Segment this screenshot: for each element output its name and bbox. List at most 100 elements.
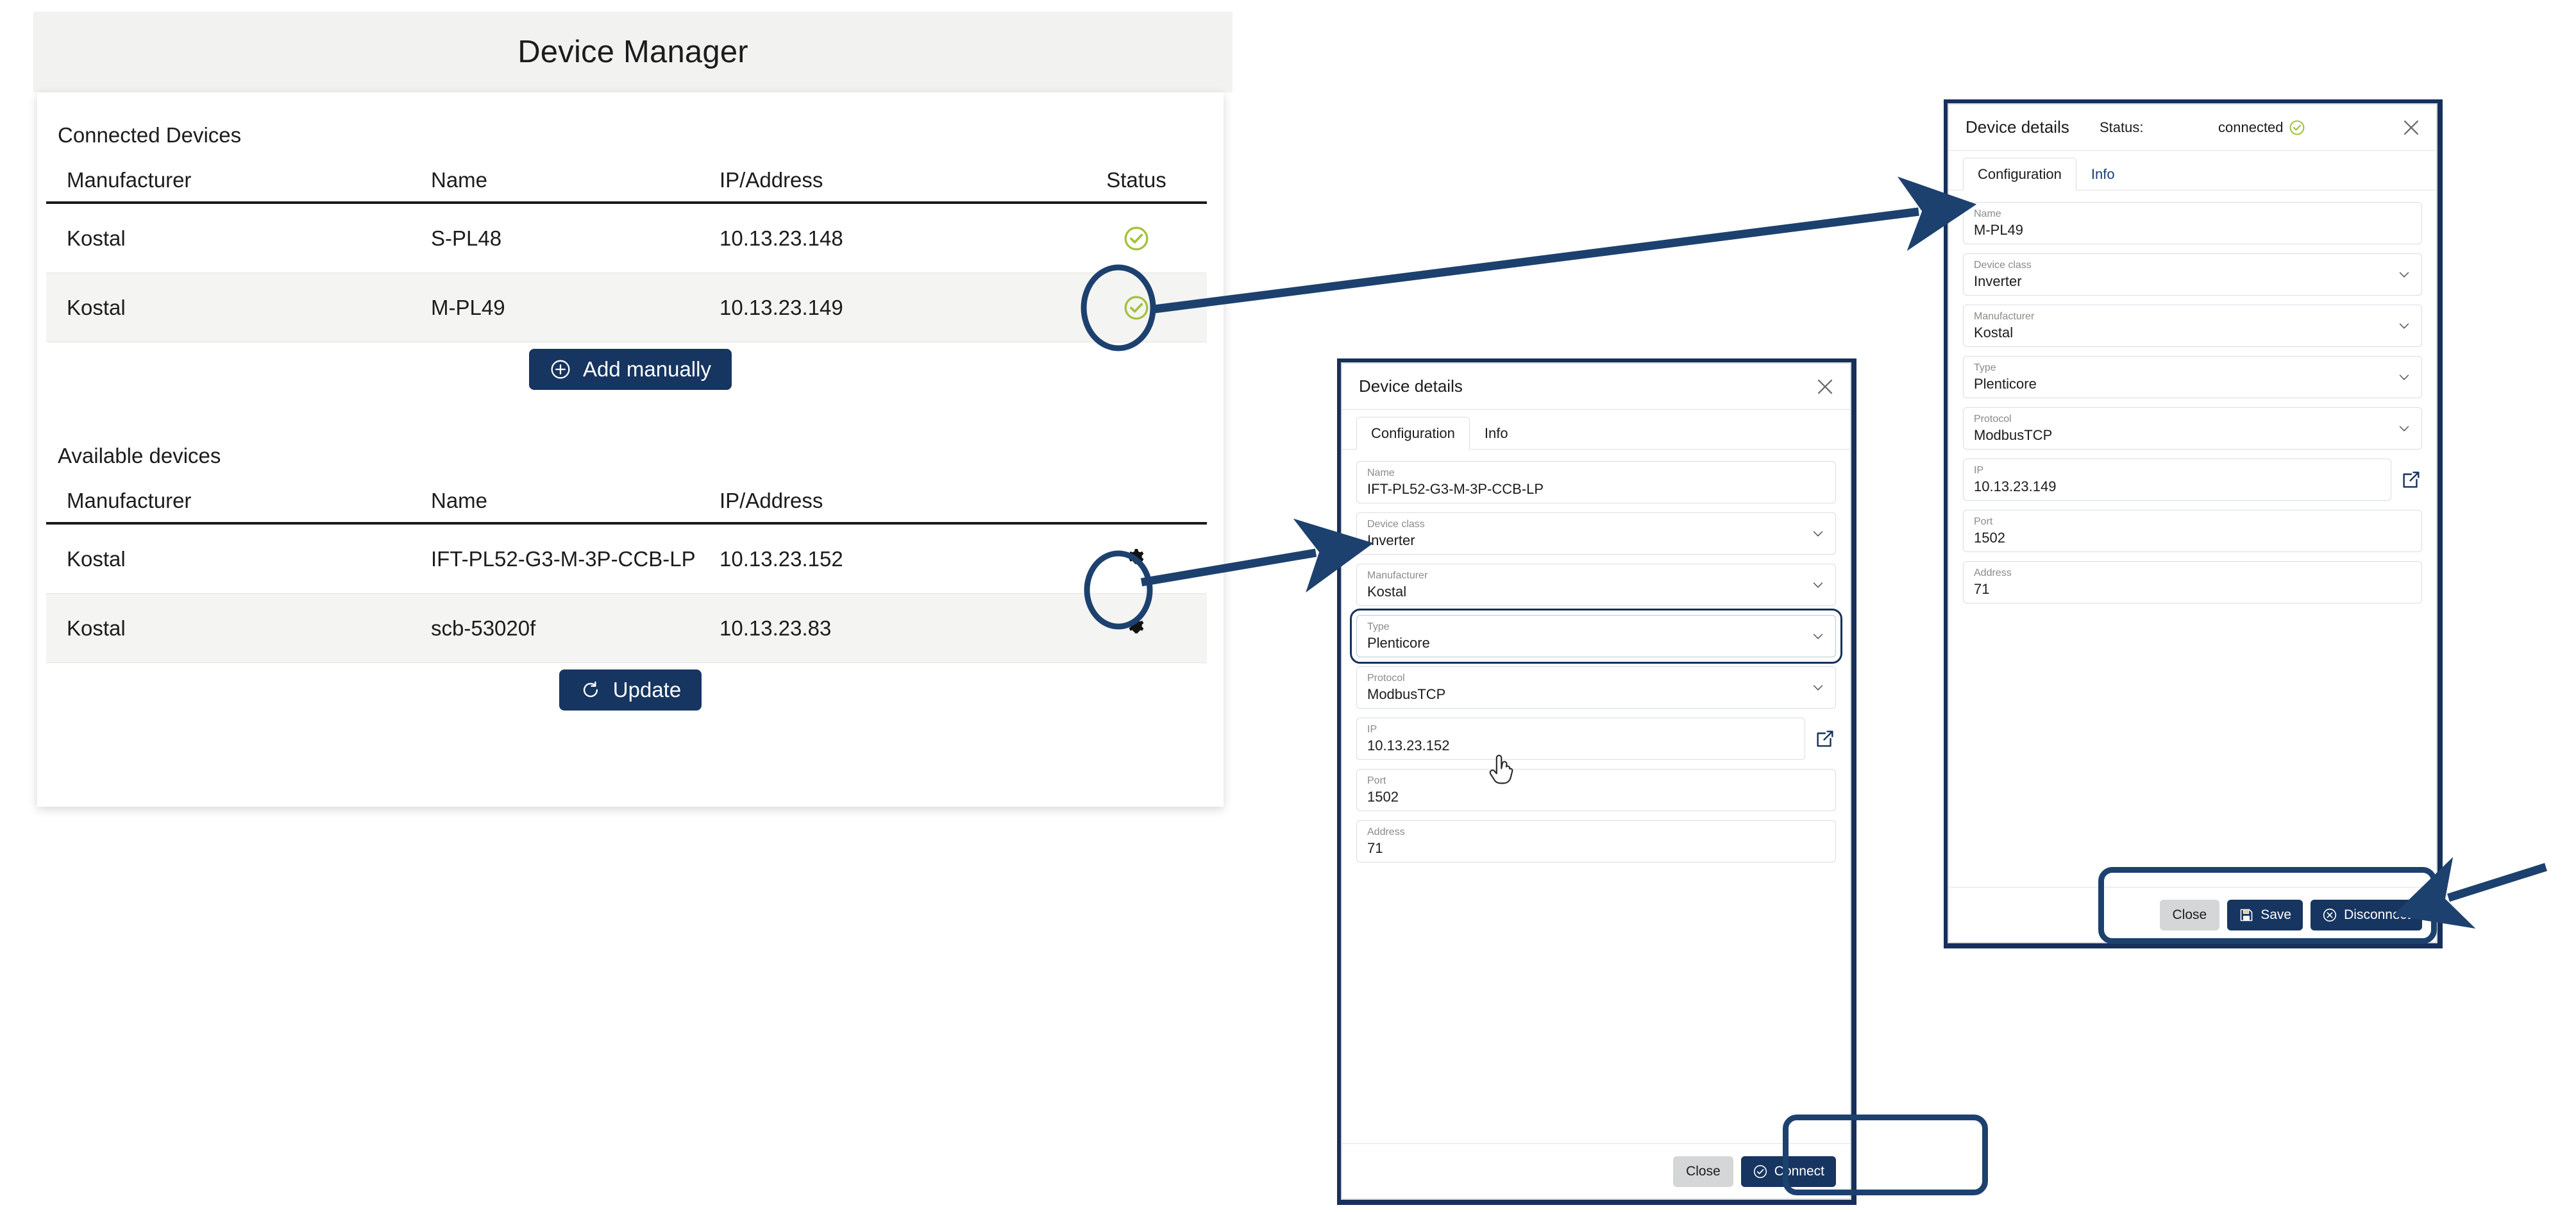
cell-action[interactable] <box>1066 616 1207 641</box>
cell-name: M-PL49 <box>431 295 505 319</box>
field-port[interactable]: Port 1502 <box>1356 769 1836 811</box>
cell-manufacturer: Kostal <box>67 295 126 319</box>
field-label: IP <box>1367 724 1377 735</box>
tab-info[interactable]: Info <box>1484 425 1508 441</box>
column-header-actions <box>1066 513 1207 522</box>
field-value: Inverter <box>1974 273 2022 289</box>
dialog-title: Device details <box>1359 376 1463 396</box>
update-button[interactable]: Update <box>559 669 702 711</box>
dialog-tabs: Configuration Info <box>1949 151 2436 190</box>
column-header-status: Status <box>1106 168 1166 192</box>
field-port[interactable]: Port 1502 <box>1963 510 2422 552</box>
field-address[interactable]: Address 71 <box>1356 820 1836 863</box>
column-header-manufacturer: Manufacturer <box>67 168 192 192</box>
check-circle-icon <box>1124 296 1149 319</box>
table-row[interactable]: Kostal IFT-PL52-G3-M-3P-CCB-LP 10.13.23.… <box>46 525 1207 594</box>
chevron-down-icon <box>1813 582 1823 588</box>
table-row[interactable]: Kostal scb-53020f 10.13.23.83 <box>46 594 1207 663</box>
column-header-name: Name <box>431 168 488 192</box>
device-manager-card: Connected Devices Manufacturer Name IP/A… <box>37 92 1224 807</box>
field-protocol[interactable]: Protocol ModbusTCP <box>1963 407 2422 450</box>
cell-action[interactable] <box>1066 546 1207 572</box>
field-value: 71 <box>1367 839 1383 856</box>
field-label: Address <box>1367 827 1405 837</box>
callout-rect-connected-footer <box>2098 867 2437 944</box>
field-ip[interactable]: IP 10.13.23.149 <box>1963 459 2391 501</box>
connected-devices-table: Manufacturer Name IP/Address Status Kost… <box>46 164 1207 342</box>
field-label: Type <box>1367 621 1390 632</box>
table-row[interactable]: Kostal M-PL49 10.13.23.149 <box>46 273 1207 342</box>
field-value: ModbusTCP <box>1367 686 1446 702</box>
add-manually-button[interactable]: Add manually <box>529 349 732 390</box>
column-header-manufacturer: Manufacturer <box>67 489 192 512</box>
cancel-circle-icon <box>2323 908 2337 922</box>
chevron-down-icon <box>2399 426 2409 432</box>
callout-arrow-status-to-connected-dialog <box>1154 176 1977 314</box>
gear-icon[interactable] <box>1124 616 1149 641</box>
cell-ip: 10.13.23.149 <box>720 295 843 319</box>
field-label: Device class <box>1974 260 2032 271</box>
hand-cursor-icon <box>1489 754 1513 784</box>
field-label: Manufacturer <box>1974 311 2035 322</box>
external-link-icon <box>1817 730 1833 747</box>
field-ip[interactable]: IP 10.13.23.152 <box>1356 718 1805 760</box>
refresh-icon <box>583 681 598 698</box>
chevron-down-icon <box>1813 634 1823 639</box>
close-button[interactable]: Close <box>1673 1156 1733 1187</box>
field-value: M-PL49 <box>1974 221 2024 238</box>
table-row[interactable]: Kostal S-PL48 10.13.23.148 <box>46 204 1207 273</box>
cell-name: S-PL48 <box>431 226 502 250</box>
close-icon <box>2403 120 2419 135</box>
tab-info[interactable]: Info <box>2091 166 2115 182</box>
tab-configuration[interactable]: Configuration <box>1356 417 1470 450</box>
chevron-down-icon <box>2399 375 2409 380</box>
cell-name: IFT-PL52-G3-M-3P-CCB-LP <box>431 546 696 571</box>
status-label: Status: <box>2100 119 2144 135</box>
dialog-footer: Close Connect <box>1342 1143 1850 1199</box>
field-value: Kostal <box>1367 583 1407 600</box>
close-button[interactable]: Close <box>2159 899 2220 930</box>
app-header: Device Manager <box>33 12 1233 92</box>
open-device-link-button[interactable] <box>2400 469 2422 491</box>
open-device-link-button[interactable] <box>1814 728 1836 750</box>
save-button[interactable]: Save <box>2227 899 2303 930</box>
field-device-class[interactable]: Device class Inverter <box>1356 512 1836 555</box>
field-value: Kostal <box>1974 324 2014 341</box>
field-protocol[interactable]: Protocol ModbusTCP <box>1356 666 1836 709</box>
save-icon <box>2240 909 2253 921</box>
field-label: Name <box>1974 208 2001 219</box>
field-manufacturer[interactable]: Manufacturer Kostal <box>1356 564 1836 606</box>
chevron-down-icon <box>2399 323 2409 329</box>
field-value: ModbusTCP <box>1974 426 2053 443</box>
field-name[interactable]: Name M-PL49 <box>1963 202 2422 244</box>
table-header-row: Manufacturer Name IP/Address <box>46 485 1207 525</box>
field-label: Manufacturer <box>1367 570 1428 581</box>
field-value: 1502 <box>1367 788 1399 805</box>
callout-rect-connect-footer <box>1783 1115 1988 1195</box>
status-badge: connected <box>2218 119 2305 136</box>
save-label: Save <box>2260 907 2292 922</box>
gear-icon[interactable] <box>1124 546 1149 572</box>
cell-manufacturer: Kostal <box>67 546 126 571</box>
field-address[interactable]: Address 71 <box>1963 561 2422 603</box>
tab-configuration[interactable]: Configuration <box>1963 158 2076 190</box>
field-ip-row: IP 10.13.23.149 <box>1963 459 2422 501</box>
field-manufacturer[interactable]: Manufacturer Kostal <box>1963 305 2422 347</box>
field-name[interactable]: Name IFT-PL52-G3-M-3P-CCB-LP <box>1356 461 1836 503</box>
field-label: Protocol <box>1974 414 2012 425</box>
page-title: Device Manager <box>518 35 748 69</box>
field-type[interactable]: Type Plenticore <box>1350 609 1842 664</box>
cell-status <box>1066 294 1207 321</box>
available-devices-label: Available devices <box>58 444 221 467</box>
field-value: 1502 <box>1974 529 2005 546</box>
field-type[interactable]: Type Plenticore <box>1963 356 2422 398</box>
update-label: Update <box>612 678 682 702</box>
field-value: Inverter <box>1367 532 1415 548</box>
callout-arrow-to-disconnect-footer <box>2393 857 2547 929</box>
close-button[interactable] <box>2400 117 2422 139</box>
available-devices-table: Manufacturer Name IP/Address Kostal IFT-… <box>46 485 1207 663</box>
field-device-class[interactable]: Device class Inverter <box>1963 253 2422 296</box>
check-circle-icon <box>1753 1165 1767 1178</box>
close-button[interactable] <box>1814 376 1836 398</box>
